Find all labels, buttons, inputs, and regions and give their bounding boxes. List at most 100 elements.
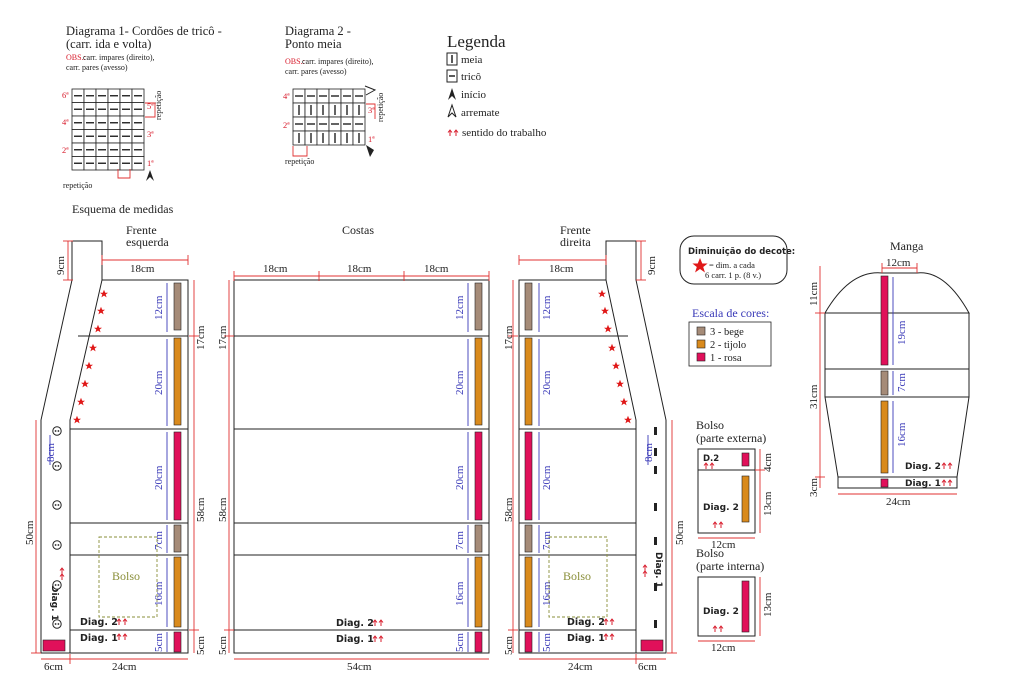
legend-start: início [461,89,487,101]
diagram-2: Diagrama 2 - Ponto meia OBS.: carr. impa… [283,24,385,166]
measure-label: 50cm [24,520,36,545]
direction-arrow-icon [453,129,459,137]
pocket-label: Bolso [112,569,140,583]
legend-bind-off: arremate [461,107,500,119]
measure-label: 16cm [153,581,165,606]
neckline-title: Diminuição do decote: [688,247,795,257]
measure-label: 12cm [541,295,553,320]
row-label-4: 4ª [62,117,69,127]
diagram-2-title: Diagrama 2 - [285,24,351,38]
diagram-1-obs-line2: carr. pares (avesso) [66,63,128,72]
row-label-3: 3ª [368,105,375,115]
back-body [233,279,490,654]
measure-label: 20cm [153,465,165,490]
diag-2-label: Diag. 2 [703,503,739,513]
diag-1-label: Diag. 1 [905,479,941,489]
diag-1-label: Diag. 1 [336,634,374,645]
row-label-4: 4ª [283,91,290,101]
measure-label: 13cm [762,592,774,617]
measure-label: 24cm [112,661,137,673]
repeat-bracket-bottom [117,169,131,179]
color-scale-title: Escala de cores: [692,306,769,320]
diag-2-label: Diag. 2 [336,618,374,629]
measure-label: 18cm [130,263,155,275]
front-left-title-2: esquerda [126,235,169,249]
measure-label: 5cm [217,636,229,655]
measure-label: 5cm [195,636,207,655]
measure-label: 6cm [44,661,63,673]
repeat-side-label: repetição [154,91,163,120]
pocket-ext-title-1: Bolso [696,418,724,432]
button-icon [52,461,62,471]
button-icon [52,580,62,590]
measure-label: 17cm [195,325,207,350]
measure-label: 58cm [503,497,515,522]
d2-label: D.2 [703,454,719,464]
start-arrow-icon [146,170,154,181]
measure-label: 20cm [153,370,165,395]
button-icon [52,426,62,436]
repeat-side-label: repetição [376,93,385,122]
neckline-decrease-note: Diminuição do decote: = dim. a cada 6 ca… [679,235,795,285]
repeat-bottom-label: repetição [63,181,92,190]
diag-1-label: Diag. 1 [80,633,118,644]
measure-label: 24cm [886,496,911,508]
measure-label: 12cm [886,257,911,269]
legend: Legenda meia tricô início arremate senti… [446,32,547,139]
measure-label: 18cm [424,263,449,275]
measure-label: 5cm [454,633,466,652]
pocket-ext-title-2: (parte externa) [696,431,766,445]
measure-label: 50cm [674,520,686,545]
diagram-1-grid [71,88,145,171]
measure-label: 17cm [217,325,229,350]
diag-2-label: Diag. 2 [905,462,941,472]
button-icon [52,540,62,550]
diagram-2-obs-label: OBS.: [285,57,305,66]
front-right-band [605,240,667,654]
neckline-line1: = dim. a cada [709,260,755,270]
pocket-internal: Bolso (parte interna) Diag. 2 13cm 12cm [696,546,774,654]
measure-label: 18cm [347,263,372,275]
star-icon [97,306,105,315]
sleeve-piece: Manga 19cm 7cm 16cm Diag. 2 Diag. 1 12cm… [808,239,970,508]
color-scale: Escala de cores: 3 - bege 2 - tijolo 1 -… [688,306,772,367]
row-label-2: 2ª [62,145,69,155]
star-icon [89,343,97,352]
measure-label: 58cm [195,497,207,522]
repeat-bottom-label: repetição [285,157,314,166]
measure-label: 18cm [549,263,574,275]
diagram-1-title: Diagrama 1- Cordões de tricô - [66,24,222,38]
measure-label: 31cm [808,384,820,409]
pocket-int-title-2: (parte interna) [696,559,764,573]
color-label-pink: 1 - rosa [710,353,742,364]
row-label-5: 5ª [147,101,154,111]
measure-label: 58cm [217,497,229,522]
measure-label: 8cm [643,443,655,462]
front-right-body [518,279,636,654]
diagram-2-subtitle: Ponto meia [285,37,342,51]
start-icon [448,88,456,100]
front-left-body [70,279,189,654]
legend-knit: meia [461,54,482,66]
star-icon [612,361,620,370]
measure-label: 9cm [55,256,67,275]
star-icon [73,415,81,424]
legend-purl: tricô [461,71,482,83]
measure-label: 19cm [896,320,908,345]
measure-label: 18cm [263,263,288,275]
button-icon [52,500,62,510]
diagram-2-obs-line1: carr. impares (direito), [302,57,374,66]
sleeve-title: Manga [890,239,924,253]
pocket-outline [98,536,158,618]
diagram-1-obs-line1: carr. impares (direito), [83,53,155,62]
diag-1-band-label: Diag. 1 [49,585,59,621]
diagram-1: Diagrama 1- Cordões de tricô - (carr. id… [62,24,222,190]
button-icon [52,619,62,629]
measure-label: 8cm [45,443,57,462]
bind-off-icon [447,103,457,118]
measure-label: 12cm [153,295,165,320]
star-icon [81,379,89,388]
diag-1-label: Diag. 1 [567,633,605,644]
